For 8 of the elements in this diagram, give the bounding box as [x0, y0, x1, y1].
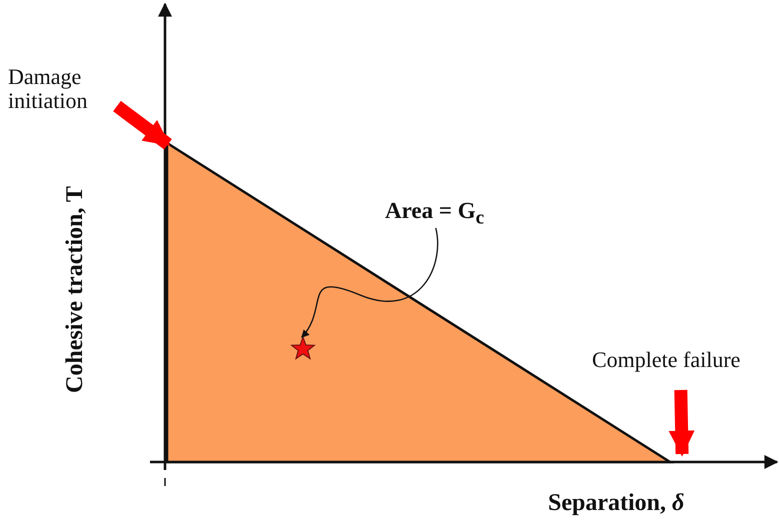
axis-label: Cohesive traction, T [62, 186, 89, 393]
block-arrow [113, 100, 172, 150]
leader-arrow [301, 228, 438, 338]
axis-label: Separation, δ [548, 490, 684, 517]
block-arrow [668, 390, 695, 457]
callout-text: Damage initiation [8, 65, 88, 114]
callout-text: Complete failure [592, 348, 742, 372]
area-annotation: Area = G$_{c}$ [385, 198, 486, 229]
